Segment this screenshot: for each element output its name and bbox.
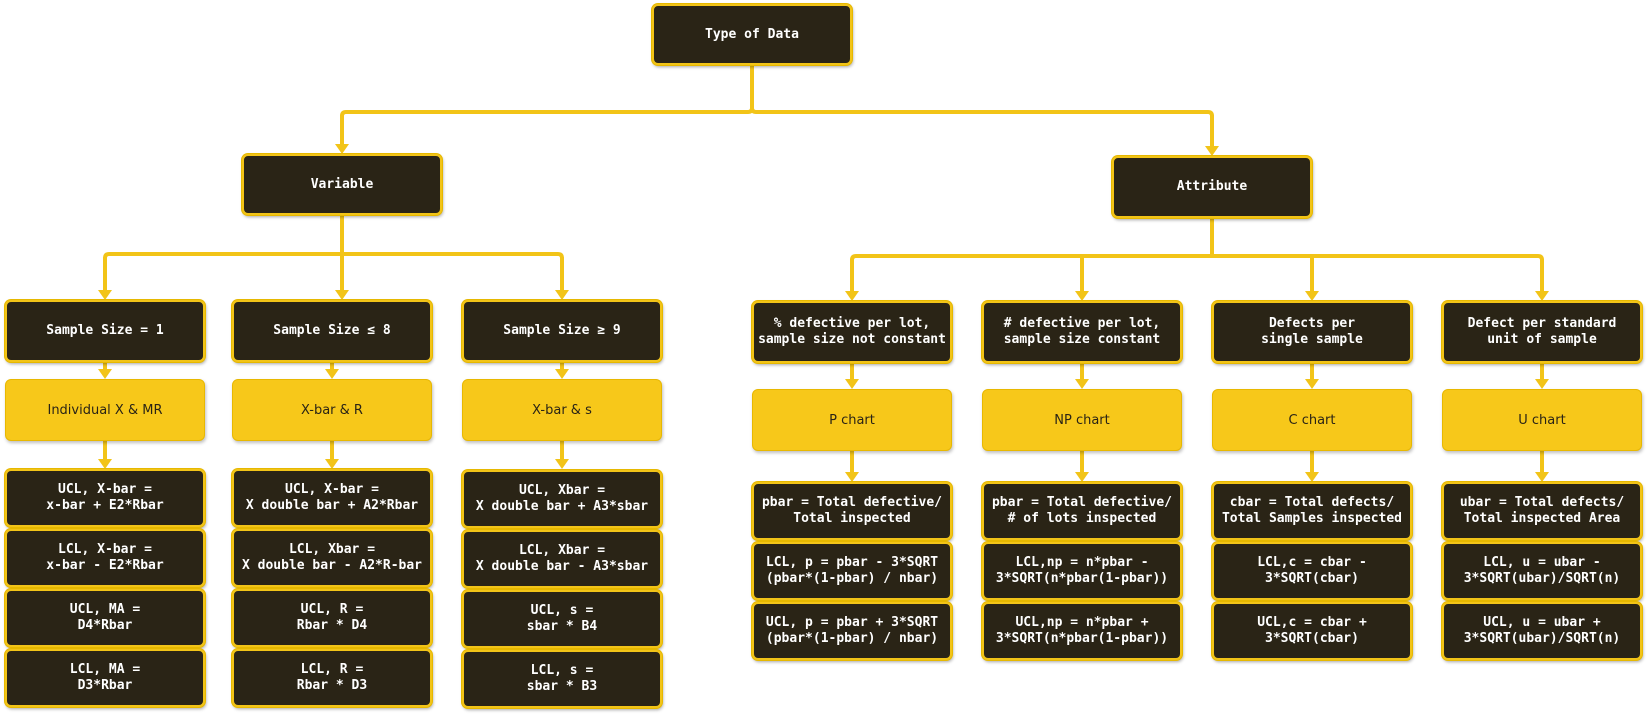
formula-box: cbar = Total defects/ Total Samples insp… <box>1212 482 1412 540</box>
formula-box: LCL, X-bar = x-bar - E2*Rbar <box>5 529 205 587</box>
category-variable[interactable]: Variable <box>242 154 442 215</box>
category-attribute[interactable]: Attribute <box>1112 156 1312 218</box>
formula-box: UCL, s = sbar * B4 <box>462 590 662 648</box>
arrow-head <box>325 459 339 469</box>
formula-box: UCL, X-bar = x-bar + E2*Rbar <box>5 469 205 527</box>
formula-box: LCL,np = n*pbar - 3*SQRT(n*pbar(1-pbar)) <box>982 542 1182 600</box>
formula-box: LCL, MA = D3*Rbar <box>5 649 205 707</box>
variable-condition-sample-size-le-8[interactable]: Sample Size ≤ 8 <box>232 300 432 362</box>
variable-condition-sample-size-ge-9[interactable]: Sample Size ≥ 9 <box>462 300 662 362</box>
arrow-head <box>555 459 569 469</box>
formula-box: UCL, Xbar = X double bar + A3*sbar <box>462 470 662 528</box>
arrow-head <box>1535 379 1549 389</box>
arrow-head <box>1205 146 1219 156</box>
formula-box: LCL, s = sbar * B3 <box>462 650 662 708</box>
connector <box>750 106 1214 118</box>
formula-box: LCL, Xbar = X double bar - A3*sbar <box>462 530 662 588</box>
formula-box: UCL, R = Rbar * D4 <box>232 589 432 647</box>
arrow-head <box>555 290 569 300</box>
arrow-head <box>335 144 349 154</box>
arrow-head <box>325 369 339 379</box>
attribute-method-c-chart[interactable]: C chart <box>1212 389 1412 451</box>
arrow-head <box>1305 379 1319 389</box>
arrow-head <box>1075 472 1089 482</box>
arrow-head <box>1535 472 1549 482</box>
formula-box: LCL,c = cbar - 3*SQRT(cbar) <box>1212 542 1412 600</box>
connector <box>103 213 564 260</box>
arrow-head <box>845 379 859 389</box>
arrow-head <box>1075 291 1089 301</box>
formula-box: pbar = Total defective/ # of lots inspec… <box>982 482 1182 540</box>
formula-box: ubar = Total defects/ Total inspected Ar… <box>1442 482 1642 540</box>
arrow-head <box>1535 291 1549 301</box>
attribute-condition-count-defective[interactable]: # defective per lot, sample size constan… <box>982 301 1182 363</box>
variable-method-xbar-r[interactable]: X-bar & R <box>232 379 432 441</box>
formula-box: LCL, R = Rbar * D3 <box>232 649 432 707</box>
attribute-method-p-chart[interactable]: P chart <box>752 389 952 451</box>
arrow-head <box>98 459 112 469</box>
formula-box: UCL, p = pbar + 3*SQRT (pbar*(1-pbar) / … <box>752 602 952 660</box>
connector <box>850 216 1544 262</box>
formula-box: UCL,c = cbar + 3*SQRT(cbar) <box>1212 602 1412 660</box>
formula-box: UCL, X-bar = X double bar + A2*Rbar <box>232 469 432 527</box>
arrow-head <box>98 369 112 379</box>
attribute-condition-defects-per-sample[interactable]: Defects per single sample <box>1212 301 1412 363</box>
attribute-condition-percent-defective[interactable]: % defective per lot, sample size not con… <box>752 301 952 363</box>
variable-condition-sample-size-1[interactable]: Sample Size = 1 <box>5 300 205 362</box>
arrow-head <box>1305 472 1319 482</box>
formula-box: UCL, u = ubar + 3*SQRT(ubar)/SQRT(n) <box>1442 602 1642 660</box>
arrow-head <box>1075 379 1089 389</box>
arrow-head <box>555 369 569 379</box>
formula-box: LCL, u = ubar - 3*SQRT(ubar)/SQRT(n) <box>1442 542 1642 600</box>
formula-box: LCL, p = pbar - 3*SQRT (pbar*(1-pbar) / … <box>752 542 952 600</box>
formula-box: LCL, Xbar = X double bar - A2*R-bar <box>232 529 432 587</box>
arrow-head <box>335 290 349 300</box>
formula-box: pbar = Total defective/ Total inspected <box>752 482 952 540</box>
formula-box: UCL, MA = D4*Rbar <box>5 589 205 647</box>
attribute-condition-defect-per-unit[interactable]: Defect per standard unit of sample <box>1442 301 1642 363</box>
connector <box>340 63 754 118</box>
variable-method-individual-x-mr[interactable]: Individual X & MR <box>5 379 205 441</box>
variable-method-xbar-s[interactable]: X-bar & s <box>462 379 662 441</box>
arrow-head <box>845 291 859 301</box>
arrow-head <box>1305 291 1319 301</box>
attribute-method-np-chart[interactable]: NP chart <box>982 389 1182 451</box>
root-node-type-of-data[interactable]: Type of Data <box>652 4 852 65</box>
attribute-method-u-chart[interactable]: U chart <box>1442 389 1642 451</box>
arrow-head <box>845 472 859 482</box>
arrow-head <box>98 290 112 300</box>
formula-box: UCL,np = n*pbar + 3*SQRT(n*pbar(1-pbar)) <box>982 602 1182 660</box>
